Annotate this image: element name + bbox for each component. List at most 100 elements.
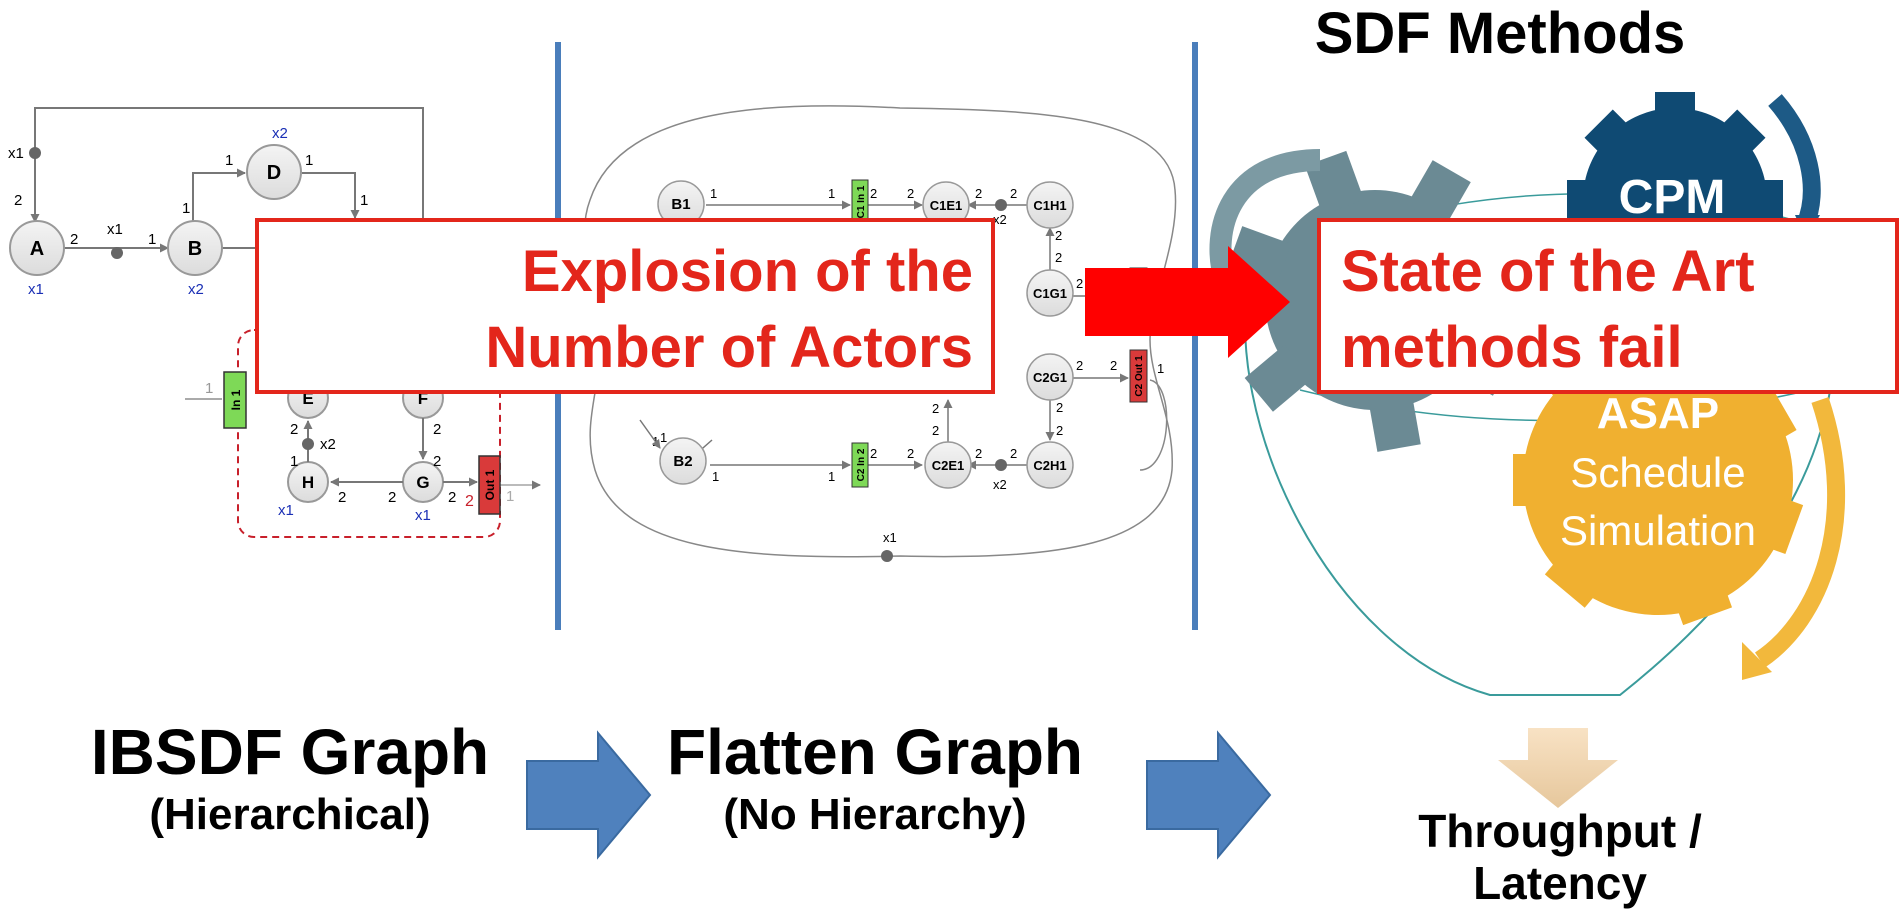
actor-b — [167, 220, 223, 276]
rate-label: 1 — [506, 488, 514, 505]
svg-text:2: 2 — [1076, 358, 1083, 373]
fail-arrow — [1085, 246, 1290, 358]
c1-input-port-label: C1 In 1 — [856, 185, 867, 218]
svg-text:2: 2 — [1010, 186, 1017, 201]
actor-d-label: D — [267, 162, 281, 184]
svg-text:1: 1 — [1157, 361, 1164, 376]
rate-label: 1 — [360, 192, 368, 209]
flatten-graph-title: Flatten Graph — [666, 716, 1084, 788]
actor-c1h1 — [1026, 181, 1074, 229]
svg-text:2: 2 — [907, 446, 914, 461]
actor-c1e1-label: C1E1 — [930, 198, 963, 213]
c2-output-port-label: C2 Out 1 — [1134, 355, 1145, 397]
graph-hull — [583, 105, 1177, 558]
c2-output-port — [1129, 349, 1148, 403]
actor-c1g1-label: C1G1 — [1033, 286, 1067, 301]
output-port — [478, 455, 501, 515]
output-port-label: Out 1 — [483, 469, 497, 500]
repetition-label: x2 — [272, 125, 288, 142]
svg-text:2: 2 — [1010, 446, 1017, 461]
actor-h-label: H — [302, 473, 314, 492]
ibsdf-graph: x1 2 x1 2 1 1 1 1 1 A x1 B x2 D x2 1 — [8, 107, 541, 538]
delay-label: x2 — [993, 477, 1007, 492]
repetition-label: x1 — [415, 507, 431, 524]
cpm-label: CPM — [1619, 171, 1726, 224]
actor-e-label: E — [302, 389, 313, 408]
svg-text:2: 2 — [1055, 228, 1062, 243]
svg-text:2: 2 — [932, 401, 939, 416]
actor-g-label: G — [416, 473, 429, 492]
ibsdf-graph-title: IBSDF Graph — [90, 716, 490, 788]
svg-text:1: 1 — [710, 186, 717, 201]
actor-b-label: B — [188, 238, 202, 260]
actor-c2e1 — [924, 441, 972, 489]
rate-label: 2 — [433, 421, 441, 438]
rate-label: 2 — [433, 453, 441, 470]
explosion-line-2: Number of Actors — [485, 315, 973, 380]
delay-label: x2 — [320, 436, 336, 453]
actor-c2e1-label: C2E1 — [932, 458, 965, 473]
actor-d — [246, 144, 302, 200]
delay-label: x1 — [883, 530, 897, 545]
delay-label: x2 — [993, 212, 1007, 227]
svg-text:2: 2 — [1110, 358, 1117, 373]
input-port — [223, 371, 247, 429]
methods-panel: CPM ASAP Schedule Simulation — [1209, 92, 1846, 808]
output-label-line-2: Latency — [1473, 857, 1647, 909]
svg-text:2: 2 — [975, 446, 982, 461]
asap-gear: ASAP Schedule Simulation — [1513, 332, 1846, 680]
rate-label: 1 — [290, 453, 298, 470]
rate-label: 1 — [305, 152, 313, 169]
result-arrow — [1498, 728, 1618, 808]
state-line-1: State of the Art — [1341, 239, 1755, 304]
page-title: SDF Methods — [1314, 1, 1686, 66]
rate-label: 2 — [290, 421, 298, 438]
actor-c2g1 — [1026, 353, 1074, 401]
rate-label: 1 — [205, 380, 213, 397]
actor-a-label: A — [30, 238, 44, 260]
repetition-label: x1 — [28, 281, 44, 298]
rate-label: 2 — [448, 489, 456, 506]
actor-c1h1-label: C1H1 — [1033, 198, 1066, 213]
svg-text:2: 2 — [870, 186, 877, 201]
asap-label: ASAP — [1597, 389, 1719, 438]
c2-input-port-label: C2 In 2 — [856, 448, 867, 481]
rate-label: 2 — [388, 489, 396, 506]
repetition-label: x2 — [188, 281, 204, 298]
repetition-label: x1 — [278, 502, 294, 519]
rate-label: 2 — [70, 231, 78, 248]
input-port-label: In 1 — [229, 389, 243, 410]
simulation-label: Simulation — [1560, 507, 1756, 554]
state-of-art-callout: State of the Art methods fail — [1317, 218, 1899, 394]
c2-input-port — [851, 442, 869, 488]
actor-b2-label: B2 — [673, 453, 692, 470]
rate-label: 1 — [225, 152, 233, 169]
actor-a — [9, 220, 65, 276]
svg-text:2: 2 — [907, 186, 914, 201]
svg-text:2: 2 — [1076, 276, 1083, 291]
svg-text:1: 1 — [660, 430, 667, 445]
svg-text:1: 1 — [828, 186, 835, 201]
arrow-to-flatten — [526, 730, 652, 860]
svg-text:2: 2 — [1056, 423, 1063, 438]
rate-label: 2 — [465, 493, 474, 510]
explosion-callout: Explosion of the Number of Actors — [255, 218, 995, 394]
actor-b1-label: B1 — [671, 196, 690, 213]
output-label-line-1: Throughput / — [1418, 805, 1702, 857]
actor-c2g1-label: C2G1 — [1033, 370, 1067, 385]
ibsdf-graph-subtitle: (Hierarchical) — [149, 790, 431, 839]
svg-text:2: 2 — [1055, 250, 1062, 265]
arrow-to-methods — [1146, 730, 1272, 860]
rate-label: 2 — [338, 489, 346, 506]
state-line-2: methods fail — [1341, 315, 1683, 380]
delay-label: x1 — [8, 145, 24, 162]
svg-text:2: 2 — [870, 446, 877, 461]
svg-text:1: 1 — [828, 469, 835, 484]
svg-text:2: 2 — [1056, 400, 1063, 415]
svg-text:1: 1 — [712, 469, 719, 484]
delay-label: x1 — [107, 221, 123, 238]
actor-f-label: F — [418, 389, 428, 408]
actor-c2h1 — [1026, 441, 1074, 489]
rate-label: 2 — [14, 192, 22, 209]
